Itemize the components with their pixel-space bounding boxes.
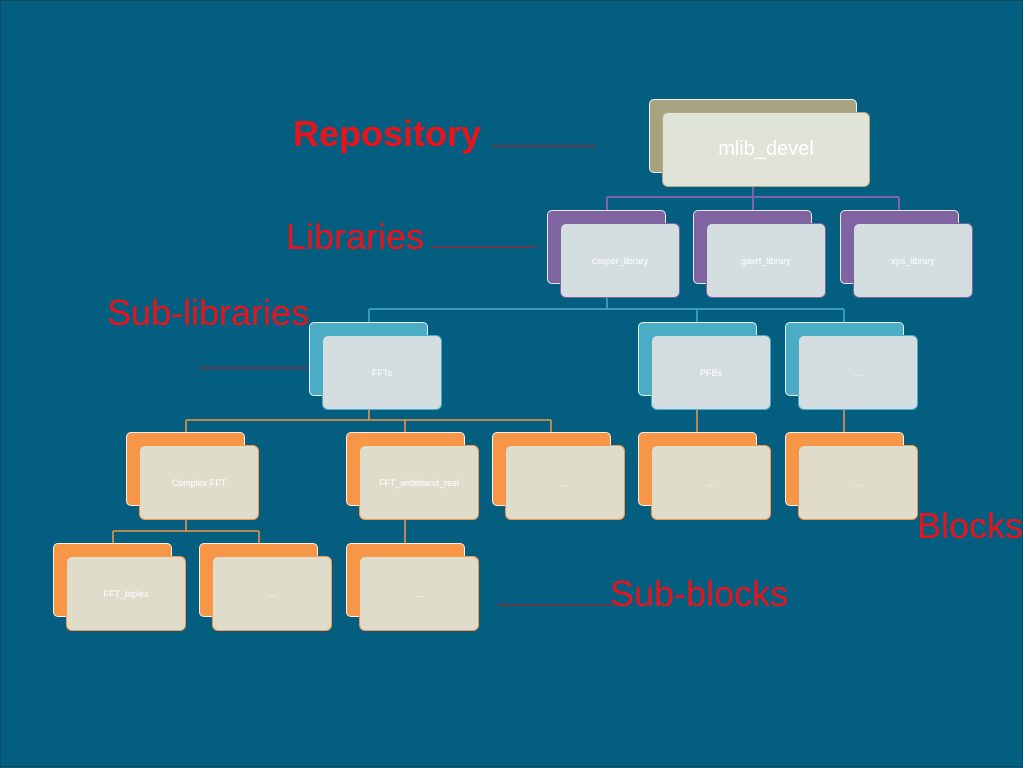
block-node-fft-wideband-real: FFT_wideband_real — [346, 432, 480, 522]
block-node-label: ... — [798, 445, 918, 520]
block-node-label: Complex FFT — [139, 445, 259, 520]
library-node-label: xps_library — [853, 223, 973, 298]
library-node-label: gavrt_library — [706, 223, 826, 298]
library-node-label: casper_library — [560, 223, 680, 298]
libraries-label: Libraries — [286, 216, 425, 257]
repository-node-label: mlib_devel — [662, 112, 870, 187]
repository-node: mlib_devel — [649, 99, 872, 189]
block-node-complex-fft: Complex FFT — [126, 432, 260, 522]
sub-library-node-label: FFTs — [322, 335, 442, 410]
sub-libraries-label: Sub-libraries — [107, 292, 310, 333]
library-node-xps: xps_library — [840, 210, 974, 300]
sub-library-node-more: ... — [785, 322, 919, 412]
block-node-label: ... — [505, 445, 625, 520]
sub-library-node-ffts: FFTs — [309, 322, 443, 412]
sub-library-node-label: ... — [798, 335, 918, 410]
library-node-gavrt: gavrt_library — [693, 210, 827, 300]
sub-library-node-pfbs: PFBs — [638, 322, 772, 412]
sub-block-node-label: ... — [359, 556, 479, 631]
sub-block-node-more-2: ... — [346, 543, 480, 633]
sub-block-node-more-1: ... — [199, 543, 333, 633]
sub-block-node-label: ... — [212, 556, 332, 631]
blocks-label: Blocks — [917, 505, 1023, 546]
block-node-label: ... — [651, 445, 771, 520]
library-node-casper: casper_library — [547, 210, 681, 300]
sub-block-node-fft-biplex: FFT_biplex — [53, 543, 187, 633]
block-node-more-1: ... — [492, 432, 626, 522]
sub-library-node-label: PFBs — [651, 335, 771, 410]
sub-block-node-label: FFT_biplex — [66, 556, 186, 631]
sub-blocks-label: Sub-blocks — [610, 573, 789, 614]
block-node-more-3: ... — [785, 432, 919, 522]
repository-label: Repository — [293, 113, 482, 154]
block-node-more-2: ... — [638, 432, 772, 522]
block-node-label: FFT_wideband_real — [359, 445, 479, 520]
